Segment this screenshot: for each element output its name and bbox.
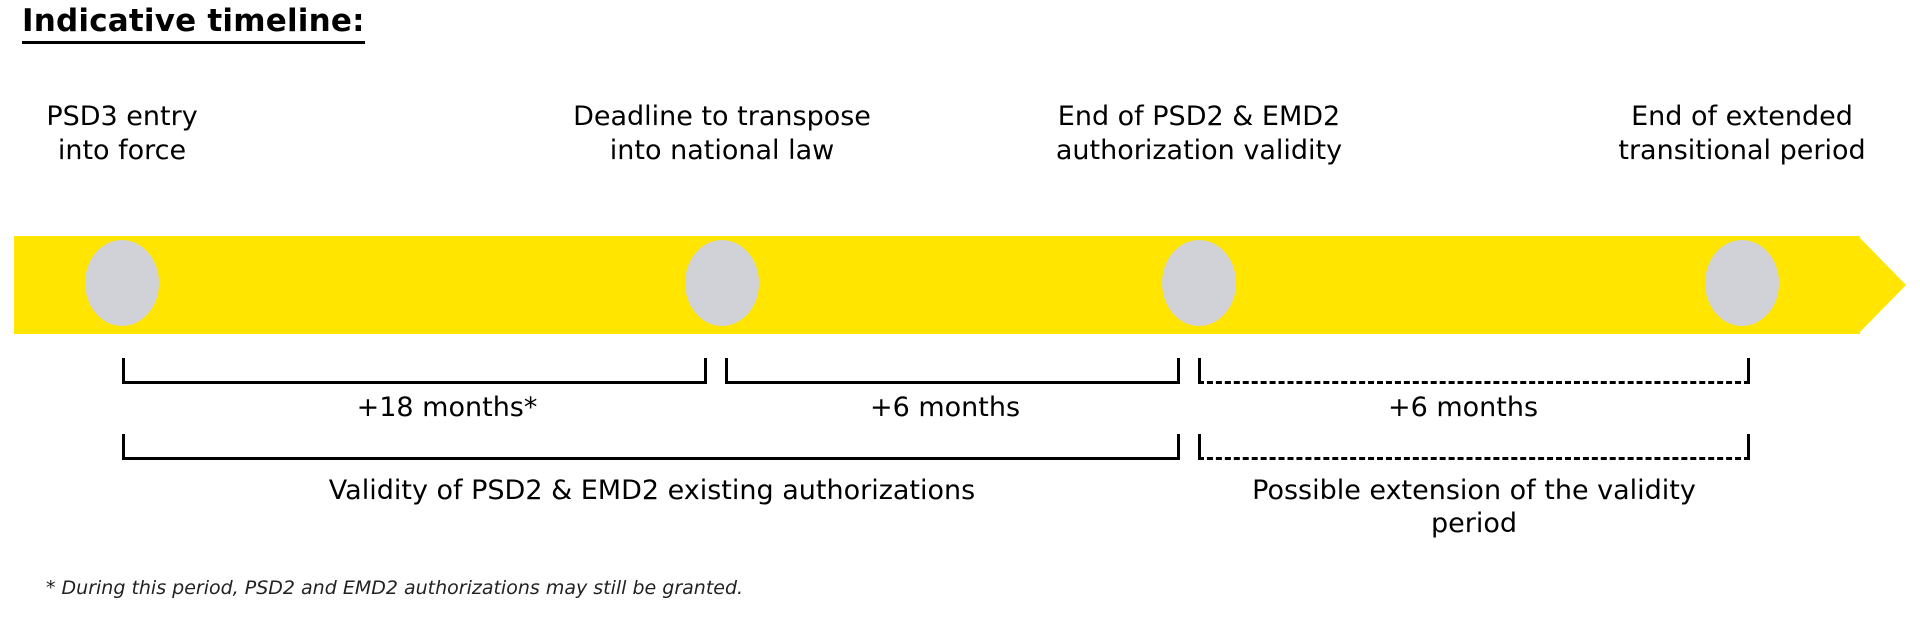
bracket-validity-existing-authorizations: [122, 434, 1180, 460]
milestone-label-line-2: transitional period: [1618, 135, 1866, 167]
bracket-plus-6-months-extension: [1198, 358, 1750, 384]
milestone-label-line-1: End of extended: [1631, 101, 1853, 132]
bracket-caption-validity-existing-authorizations: Validity of PSD2 & EMD2 existing authori…: [329, 475, 975, 508]
milestone-dot-deadline-transpose: [685, 240, 759, 326]
milestone-label-deadline-transpose: Deadline to transpose into national law: [573, 100, 871, 168]
milestone-dot-psd3-entry-into-force: [85, 240, 159, 326]
bracket-caption-plus-18-months: +18 months*: [356, 392, 538, 423]
milestone-dot-end-extended-transitional: [1705, 240, 1779, 326]
milestone-label-line-1: PSD3 entry: [46, 101, 198, 132]
milestone-label-line-2: into force: [57, 135, 187, 167]
milestone-dot-end-psd2-emd2-authorization: [1162, 240, 1236, 326]
milestone-label-line-1: Deadline to transpose: [573, 101, 871, 132]
milestone-label-psd3-entry-into-force: PSD3 entry into force: [46, 100, 197, 168]
milestone-label-line-1: End of PSD2 & EMD2: [1057, 101, 1341, 132]
bracket-caption-line-2: period: [1430, 507, 1517, 539]
milestone-label-end-psd2-emd2-authorization: End of PSD2 & EMD2 authorization validit…: [1056, 100, 1342, 168]
milestone-label-line-2: authorization validity: [1055, 135, 1343, 167]
page-title: Indicative timeline:: [22, 4, 365, 44]
bracket-caption-possible-extension-validity: Possible extension of the validity perio…: [1252, 475, 1696, 541]
bracket-plus-18-months: [122, 358, 707, 384]
timeline-bar: [14, 236, 1860, 334]
timeline-arrow-head-icon: [1858, 236, 1906, 334]
bracket-caption-line-1: Possible extension of the validity: [1252, 475, 1696, 506]
timeline-arrow: [14, 236, 1906, 334]
bracket-plus-6-months-validity: [725, 358, 1180, 384]
bracket-possible-extension-validity: [1198, 434, 1750, 460]
bracket-caption-line-1: Validity of PSD2 & EMD2 existing authori…: [328, 475, 976, 506]
milestone-label-end-extended-transitional: End of extended transitional period: [1618, 100, 1865, 168]
bracket-caption-plus-6-months-validity: +6 months: [869, 392, 1021, 423]
bracket-caption-plus-6-months-extension: +6 months: [1387, 392, 1539, 423]
footnote: * During this period, PSD2 and EMD2 auth…: [46, 577, 744, 599]
milestone-label-line-2: into national law: [609, 135, 835, 167]
